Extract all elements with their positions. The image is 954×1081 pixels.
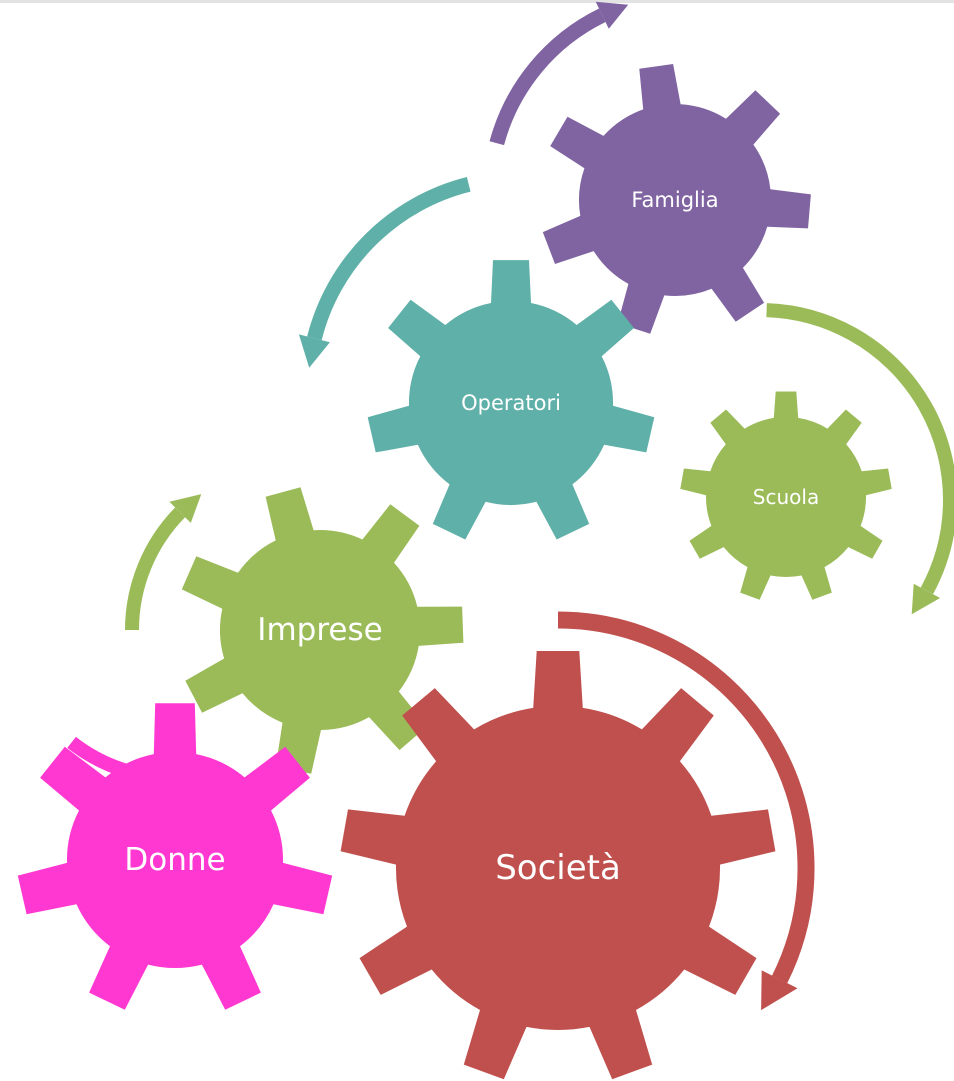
gear-famiglia-icon [542,64,811,334]
gear-imprese-label: Imprese [257,612,382,648]
arrow-famiglia [489,1,629,146]
gear-societa: Società [340,651,776,1080]
gear-operatori-icon [367,260,655,540]
gear-donne-label: Donne [124,842,225,878]
arrow-imprese-head [169,494,202,523]
arrow-famiglia-head [595,1,629,29]
gear-imprese: Imprese [181,487,464,774]
arrows-layer [67,1,954,1011]
gear-operatori: Operatori [367,260,655,540]
arrow-imprese [125,494,202,631]
top-border [0,0,954,3]
arrow-societa-head [761,970,798,1011]
gear-scuola-icon [680,391,892,600]
arrow-operatori [298,177,471,368]
gear-scuola: Scuola [680,391,892,600]
arrow-operatori-shaft [307,177,471,341]
gear-famiglia: Famiglia [542,64,811,334]
gear-donne: Donne [17,703,333,1010]
gear-donne-icon [17,703,333,1010]
arrow-famiglia-shaft [489,8,606,146]
gear-imprese-icon [181,487,464,774]
arrow-scuola-head [911,583,941,615]
arrow-scuola [766,303,954,615]
arrow-operatori-head [298,334,330,368]
gear-societa-label: Società [495,848,621,888]
arrow-imprese-shaft [125,507,186,631]
gear-societa-icon [340,651,776,1080]
gear-scuola-label: Scuola [753,485,819,509]
gear-operatori-label: Operatori [461,391,561,415]
arrow-scuola-shaft [766,303,954,595]
arrow-societa [557,611,815,1011]
arrow-societa-shaft [557,611,815,984]
gear-famiglia-label: Famiglia [631,188,718,212]
